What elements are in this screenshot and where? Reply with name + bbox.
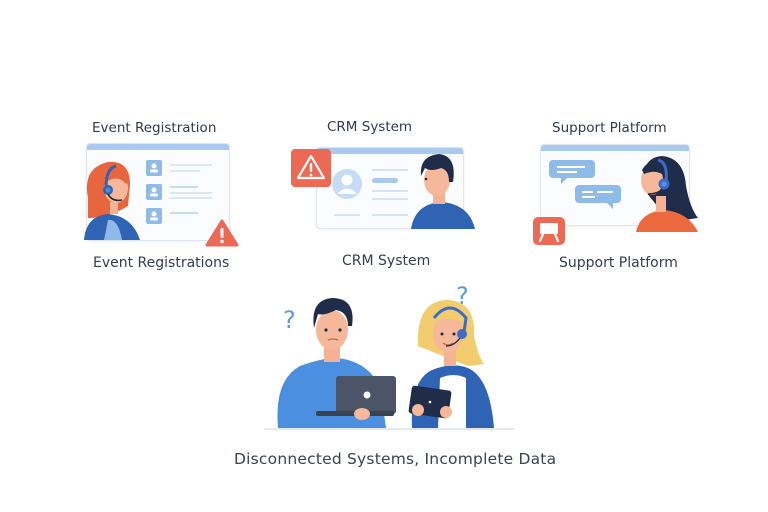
man-avatar (411, 154, 475, 229)
window-title-bar (317, 148, 463, 154)
panel-title-event-registration: Event Registration (92, 120, 217, 136)
panel-caption-crm-system: CRM System (342, 253, 431, 269)
chat-bubble-icon (549, 160, 595, 184)
panel-title-crm-system: CRM System (327, 119, 413, 135)
question-mark-icon: ? (283, 306, 296, 334)
warning-badge-icon (291, 149, 331, 187)
headset-agent-woman (84, 161, 140, 240)
agent-woman-with-tablet (408, 300, 494, 428)
laptop-icon (316, 376, 396, 416)
user-list-row (146, 160, 212, 176)
user-profile-card (332, 169, 408, 216)
user-list (146, 160, 212, 224)
chat-bubble-icon (575, 185, 621, 209)
window-title-bar (87, 144, 229, 150)
headset-agent-woman (636, 156, 698, 232)
presentation-board-icon (533, 217, 565, 245)
user-list-row (146, 184, 212, 200)
panel-caption-event-registrations: Event Registrations (93, 255, 230, 271)
warning-triangle-icon (205, 219, 239, 247)
table-edge-divider (264, 428, 514, 430)
scene-caption: Disconnected Systems, Incomplete Data (234, 450, 557, 468)
chat-thread (549, 160, 621, 209)
window-title-bar (541, 145, 689, 151)
confused-man-with-laptop (277, 298, 396, 428)
panel-title-support-platform: Support Platform (552, 120, 667, 136)
user-list-row (146, 208, 198, 224)
panel-caption-support-platform: Support Platform (559, 255, 678, 271)
